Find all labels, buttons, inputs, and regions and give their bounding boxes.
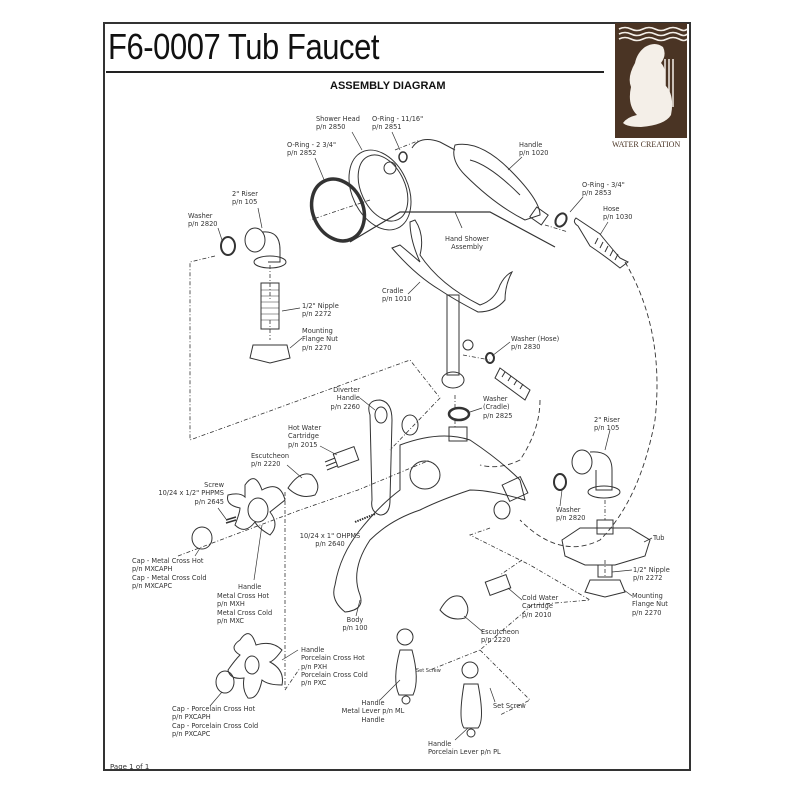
diverter-handle-part <box>368 399 393 516</box>
label-diverter-handle: Diverter Handle p/n 2260 <box>330 386 360 411</box>
label-hose: Hose p/n 1030 <box>603 205 633 222</box>
label-riser-right: 2" Riser p/n 105 <box>594 416 620 433</box>
label-oring-2852: O-Ring - 2 3/4" p/n 2852 <box>287 141 337 158</box>
label-tub: Tub <box>653 534 665 542</box>
assembly-guide-lines <box>177 139 606 716</box>
label-handle-1020: Handle p/n 1020 <box>519 141 549 158</box>
label-washer-hose: Washer (Hose) p/n 2830 <box>511 335 560 352</box>
riser-right-part <box>571 449 621 499</box>
hot-water-cartridge-part <box>324 446 360 471</box>
label-screw-2645: Screw 10/24 x 1/2" PHPMS p/n 2645 <box>158 481 224 506</box>
label-handle-metal-lever: Handle Metal Lever p/n ML Handle <box>341 699 405 724</box>
oring-2852-part <box>309 177 367 243</box>
leader-line <box>454 211 463 229</box>
label-washer-cradle: Washer (Cradle) p/n 2825 <box>483 395 513 420</box>
label-screw-2640: 10/24 x 1" OHPMS p/n 2640 <box>299 532 361 549</box>
label-set-screw-1: Set Screw <box>416 668 441 674</box>
label-flange-nut-right: Mounting Flange Nut p/n 2270 <box>632 592 668 617</box>
label-washer-left: Washer p/n 2820 <box>188 212 218 229</box>
cap-metal-cross-part <box>191 526 213 550</box>
title-underline <box>106 71 604 73</box>
faucet-body-part <box>333 426 529 613</box>
page-title: F6-0007 Tub Faucet <box>108 26 380 67</box>
label-body: Body p/n 100 <box>342 616 368 633</box>
label-shower-head: Shower Head p/n 2850 <box>316 115 360 132</box>
cold-water-cartridge-part <box>484 574 512 596</box>
label-handle-metal-cross: Metal Cross Hot p/n MXH Metal Cross Cold… <box>217 592 273 625</box>
leader-lines <box>194 131 653 741</box>
hand-shower-assembly-bracket <box>349 211 556 248</box>
label-escutcheon-bottom: Escutcheon p/n 2220 <box>481 628 520 645</box>
label-hand-shower-assembly: Hand Shower Assembly <box>445 235 490 252</box>
label-handle-porcelain-lever: Handle Porcelain Lever p/n PL <box>428 740 501 757</box>
hose-connector-part <box>494 367 531 401</box>
porcelain-lever-handle-part <box>460 661 482 738</box>
label-nipple-left: 1/2" Nipple p/n 2272 <box>302 302 339 319</box>
cradle-part <box>391 219 514 389</box>
page-border <box>103 22 691 771</box>
washer-left-part <box>220 236 236 256</box>
flange-nut-left-part <box>249 344 291 364</box>
label-oring-2851: O-Ring - 11/16" p/n 2851 <box>372 115 424 132</box>
diverter-stem-part <box>401 414 419 436</box>
label-oring-2853: O-Ring - 3/4" p/n 2853 <box>582 181 625 198</box>
label-cradle: Cradle p/n 1010 <box>382 287 412 304</box>
washer-right-part <box>553 473 567 491</box>
cap-porcelain-cross-part <box>215 670 235 694</box>
label-washer-right: Washer p/n 2820 <box>556 506 586 523</box>
diagram-subtitle: ASSEMBLY DIAGRAM <box>330 80 446 92</box>
logo-wordmark: WATER CREATION <box>612 140 681 149</box>
riser-left-part <box>244 227 287 269</box>
label-cap-porcelain-cross: Cap - Porcelain Cross Hot p/n PXCAPH Cap… <box>172 705 259 738</box>
washer-cradle-part <box>447 406 471 422</box>
oring-2853-part <box>554 212 568 228</box>
hose-part <box>573 217 629 269</box>
shower-head-part <box>348 149 412 231</box>
label-set-screw-2: Set Screw <box>493 702 526 710</box>
label-handle-metal-cross-title: Handle <box>238 583 262 591</box>
screw-2640-part <box>354 513 376 523</box>
label-nipple-right: 1/2" Nipple p/n 2272 <box>633 566 670 583</box>
metal-lever-handle-part <box>395 628 417 705</box>
escutcheon-bottom-part <box>439 595 469 620</box>
label-cold-water-cartridge: Cold Water Cartridge p/n 2010 <box>522 594 559 619</box>
label-riser-left: 2" Riser p/n 105 <box>232 190 258 207</box>
screw-2645-part <box>225 516 237 524</box>
label-hot-water-cartridge: Hot Water Cartridge p/n 2015 <box>288 424 322 449</box>
hand-shower-handle-part <box>411 139 549 226</box>
escutcheon-top-part <box>287 473 319 497</box>
oring-2851-part <box>398 151 408 163</box>
label-escutcheon-top: Escutcheon p/n 2220 <box>251 452 290 469</box>
label-cap-metal-cross: Cap - Metal Cross Hot p/n MXCAPH Cap - M… <box>132 557 207 590</box>
logo-figure-icon <box>618 26 688 127</box>
page-number: Page 1 of 1 <box>110 763 150 771</box>
hose-dashed-path <box>479 261 658 548</box>
tub-part <box>561 519 651 598</box>
porcelain-cross-handle-part <box>227 633 283 699</box>
label-flange-nut-left: Mounting Flange Nut p/n 2270 <box>302 327 338 352</box>
water-creation-logo <box>615 23 688 138</box>
metal-cross-handle-part <box>227 478 286 536</box>
washer-hose-part <box>485 352 495 364</box>
label-handle-porcelain-cross: Handle Porcelain Cross Hot p/n PXH Porce… <box>301 646 368 688</box>
nipple-left-part <box>260 282 280 330</box>
